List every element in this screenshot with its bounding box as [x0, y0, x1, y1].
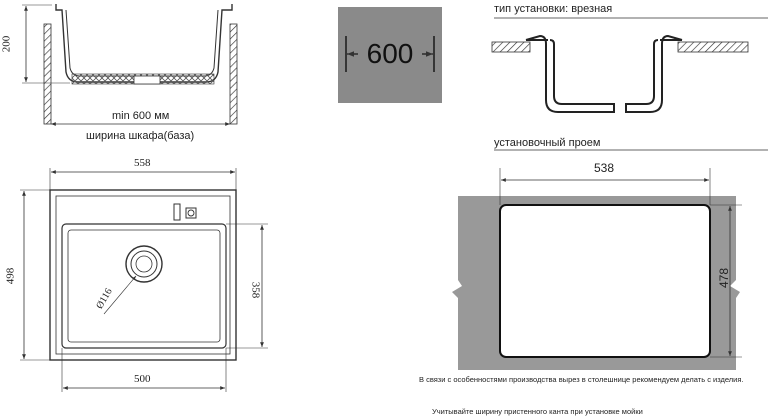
- tap-holder: [173, 203, 181, 221]
- installation-type-caption: тип установки: врезная: [494, 3, 613, 15]
- drain-outlet: [133, 75, 161, 85]
- overall-width-label: 558: [134, 157, 151, 169]
- cutout-width-label: 538: [594, 161, 615, 175]
- cutout-caption: установочный проем: [494, 137, 601, 149]
- countertop-left: [491, 41, 531, 53]
- min-width-caption: min 600 мм: [112, 110, 170, 122]
- cabinet-base-caption: ширина шкафа(база): [86, 130, 195, 142]
- cabinet-size-badge: [338, 7, 442, 103]
- top-view: [20, 168, 268, 392]
- cutout-drawing: [452, 149, 768, 370]
- sink-bowl: [61, 223, 227, 349]
- cutout-note: В связи с особенностями производства выр…: [419, 375, 744, 384]
- cutout-hole: [499, 204, 711, 358]
- sink-mount-profile: [525, 34, 615, 113]
- cabinet-size-badge-background: [338, 7, 442, 103]
- bowl-width-label: 500: [134, 373, 151, 385]
- cabinet-size-value: 600: [366, 38, 414, 69]
- edge-note: Учитывайте ширину пристенного канта при …: [432, 407, 643, 416]
- side-view: [22, 4, 238, 126]
- overall-depth-label: 498: [4, 267, 17, 285]
- height-label: 200: [0, 35, 13, 53]
- cutout-depth-label: 478: [717, 267, 732, 289]
- installation-type-drawing: [491, 17, 768, 113]
- cabinet-wall-right: [229, 23, 238, 125]
- bowl-depth-label: 358: [249, 281, 262, 299]
- cabinet-wall-left: [43, 23, 52, 125]
- sink-side-profile: [55, 4, 233, 83]
- tap-hole: [187, 209, 195, 217]
- countertop-right: [677, 41, 749, 53]
